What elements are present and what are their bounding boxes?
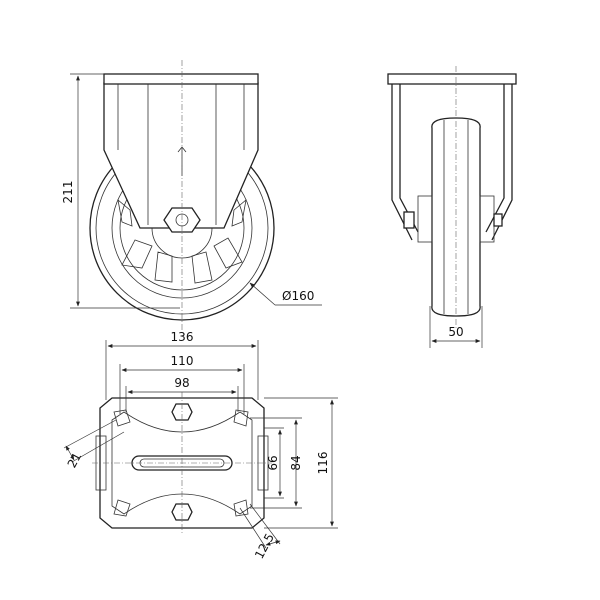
height-label: 211 <box>61 181 75 204</box>
plate-width-dimension: 116 <box>264 397 338 529</box>
hole-spacing-outer-label: 110 <box>171 354 194 368</box>
hole-spacing-width-outer-dimension: 84 <box>250 417 303 509</box>
plate-length-dimension: 136 <box>105 330 259 400</box>
wheel-width-label: 50 <box>448 325 463 339</box>
hole-spacing-width-outer-label: 84 <box>289 455 303 470</box>
side-view <box>387 66 517 330</box>
front-view <box>89 60 275 330</box>
slot-width-dimension: 21 <box>63 419 125 470</box>
slot-width-label: 21 <box>65 450 85 470</box>
hole-spacing-outer-dimension: 110 <box>119 354 245 414</box>
wheel-diameter-label: Ø160 <box>282 289 314 303</box>
wheel-diameter-dimension: Ø160 <box>249 282 322 306</box>
wheel-width-dimension: 50 <box>429 306 483 348</box>
height-dimension: 211 <box>61 73 180 309</box>
hole-diameter-label: 12.5 <box>252 531 277 561</box>
hole-spacing-width-inner-label: 66 <box>266 455 280 470</box>
plate-length-label: 136 <box>171 330 194 344</box>
hole-spacing-width-inner-dimension: 66 <box>264 427 284 499</box>
hole-spacing-inner-label: 98 <box>174 376 189 390</box>
hole-spacing-inner-dimension: 98 <box>125 376 239 412</box>
plate-width-label: 116 <box>316 452 330 475</box>
plate-view <box>92 392 272 535</box>
